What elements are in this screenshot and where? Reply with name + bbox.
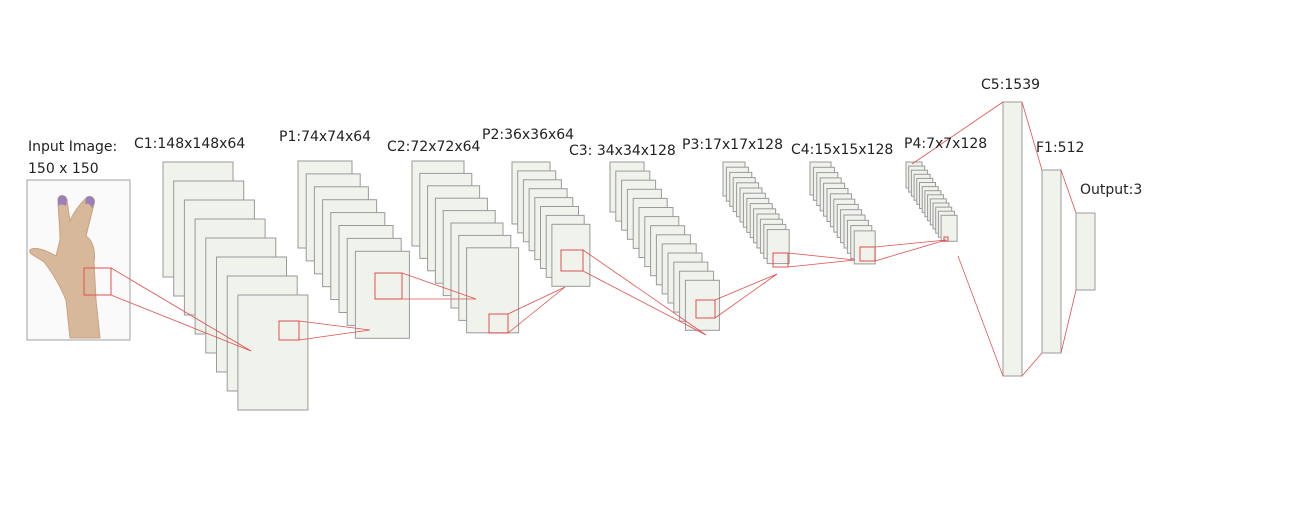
kernel-window [695,299,716,319]
c1-label: C1:148x148x64 [134,136,246,152]
kernel-window [772,252,789,268]
connection-line [401,272,477,300]
connection-line [911,101,1004,165]
p1-label: P1:74x74x64 [279,129,372,145]
c3-feature-map [684,279,720,331]
c5-layer [1002,101,1023,377]
input-image [26,179,131,341]
c3-label: C3: 34x34x128 [569,143,676,159]
output-layer [1075,212,1096,291]
connection-line [787,259,856,268]
output-label: Output:3 [1080,182,1143,198]
c2-label: C2:72x72x64 [387,139,481,155]
connection-line [714,273,778,301]
p3-stack [722,161,790,265]
kernel-window [278,320,300,341]
connection-line [507,286,566,334]
connection-line [1021,101,1043,171]
p3-label: P3:17x17x128 [682,137,783,153]
c1-stack [162,161,309,411]
p4-stack [905,161,958,242]
p1-stack [297,160,410,339]
connection-line [874,239,947,262]
kernel-window [859,246,876,262]
c1-feature-map [237,294,309,411]
connection-line [787,252,856,261]
connection-line [110,267,252,352]
c5-label: C5:1539 [981,77,1041,93]
connection-line [874,239,947,248]
c2-stack [411,160,520,334]
kernel-window [83,267,112,296]
kernel-window [943,236,949,242]
c2-feature-map [466,247,520,334]
c4-stack [809,161,876,265]
p2-stack [511,161,591,287]
kernel-window [488,313,509,334]
connection-line [957,255,1004,377]
connection-line [298,320,371,331]
connection-line [298,329,371,341]
c4-label: C4:15x15x128 [791,142,894,158]
p4-label: P4:7x7x128 [904,136,988,152]
input-label: Input Image: [28,139,118,155]
connection-line [1060,289,1077,354]
connection-line [507,286,566,315]
c3-stack [609,161,720,331]
f1-label: F1:512 [1036,140,1085,156]
kernel-window [560,249,584,272]
p1-feature-map [354,250,410,339]
p3-feature-map [766,229,790,265]
connection-line [582,270,707,336]
connection-line [1060,169,1077,214]
connection-line [582,249,707,336]
connection-line [1021,352,1043,377]
connection-line [110,294,252,352]
p4-feature-map [940,214,958,242]
input-size-label: 150 x 150 [28,161,99,177]
p2-feature-map [551,223,591,287]
kernel-window [374,272,403,300]
feature-maps [162,101,1096,411]
connection-line [714,273,778,319]
f1-layer [1041,169,1062,354]
connection-lines [83,101,1077,377]
p2-label: P2:36x36x64 [482,127,575,143]
